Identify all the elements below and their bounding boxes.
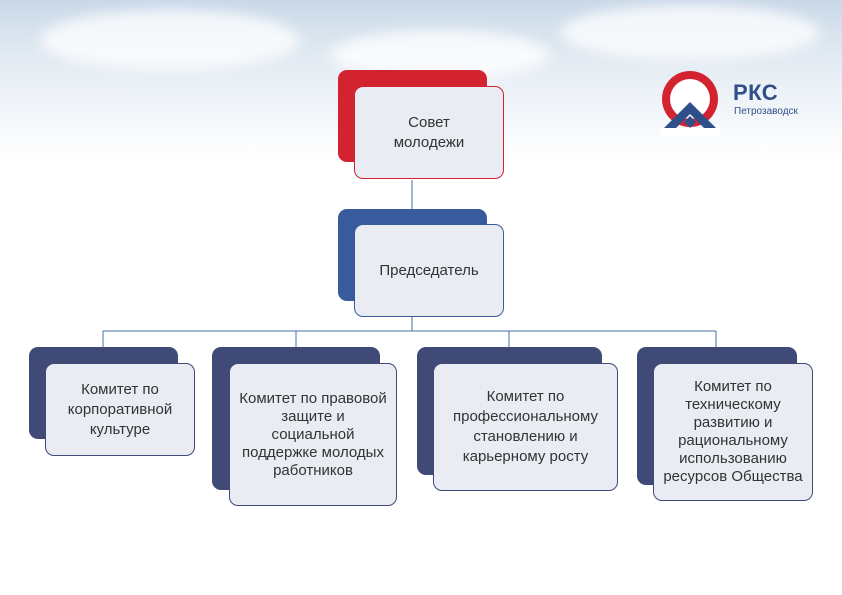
- cloud-decoration: [560, 5, 820, 60]
- committee-node: Комитет по профессиональному становлению…: [433, 363, 618, 491]
- chairman-label: Председатель: [379, 262, 479, 279]
- committee-label: Комитет по техническому развитию и рацио…: [663, 378, 803, 485]
- logo-title: РКС: [733, 80, 779, 105]
- company-logo: [660, 71, 720, 136]
- chairman-node: Председатель: [354, 224, 504, 317]
- council-node: Совет молодежи: [354, 86, 504, 179]
- committee-label: Комитет по профессиональному становлению…: [452, 388, 598, 465]
- council-label: Совет молодежи: [393, 113, 465, 151]
- logo-subtitle: Петрозаводск: [734, 106, 798, 117]
- committee-label: Комитет по корпоративной культуре: [67, 380, 173, 438]
- committee-node: Комитет по техническому развитию и рацио…: [653, 363, 813, 501]
- cloud-decoration: [40, 10, 300, 70]
- committee-node: Комитет по корпоративной культуре: [45, 363, 195, 456]
- committee-label: Комитет по правовой защите и социальной …: [239, 389, 387, 479]
- committee-node: Комитет по правовой защите и социальной …: [229, 363, 397, 506]
